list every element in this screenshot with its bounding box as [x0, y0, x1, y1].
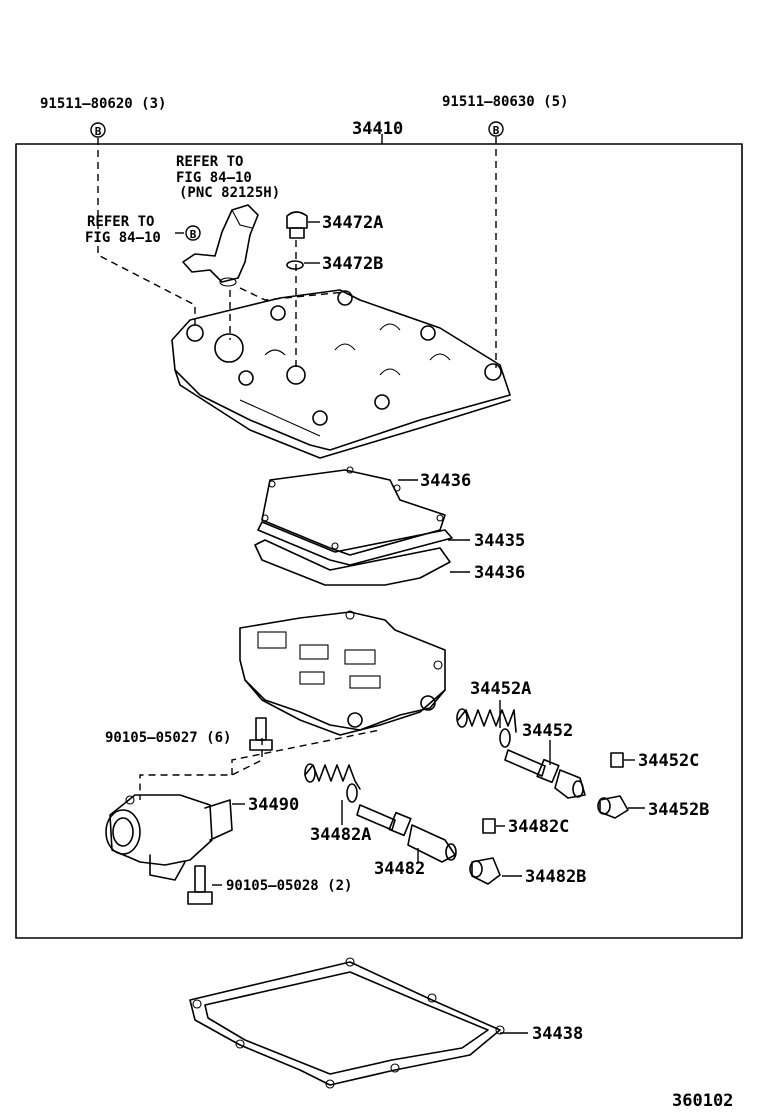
solenoid-34490: [105, 794, 233, 881]
plug-34472a: [286, 211, 308, 239]
lower-valve-body: [239, 610, 446, 736]
label-valve-34482: 34482: [374, 859, 425, 879]
separator-plate: [257, 521, 453, 566]
bolt-marker-right: B: [488, 121, 504, 137]
label-valve-body-assy: 34410: [352, 119, 403, 139]
bolt-90105-05028: [187, 865, 213, 905]
label-refer-top-3: (PNC 82125H): [179, 185, 280, 201]
label-figure-number: 360102: [672, 1091, 733, 1111]
label-plug-34482b: 34482B: [525, 867, 586, 887]
label-refer-top-2: FIG 84–10: [176, 170, 252, 186]
plate-gasket-lower: [254, 539, 451, 586]
label-spring-34452a: 34452A: [470, 679, 531, 699]
spring-34452a: [456, 708, 517, 748]
assembly-frame: [15, 143, 743, 939]
label-refer-left-1: REFER TO: [87, 214, 154, 230]
svg-text:B: B: [493, 124, 500, 137]
label-bolt-left: 91511–80620 (3): [40, 96, 166, 112]
plate-gasket-upper: [261, 466, 446, 556]
label-bolt-90105-05028: 90105–05028 (2): [226, 878, 352, 894]
valve-34452: [504, 749, 586, 799]
label-retainer-34482c: 34482C: [508, 817, 569, 837]
oring-34472b: [286, 260, 304, 270]
label-spring-34482a: 34482A: [310, 825, 371, 845]
label-plug-34452b: 34452B: [648, 800, 709, 820]
label-refer-left-2: FIG 84–10: [85, 230, 161, 246]
plug-34482b: [469, 857, 501, 885]
label-solenoid-34490: 34490: [248, 795, 299, 815]
label-plate-gasket-lower: 34436: [474, 563, 525, 583]
bolt-marker-refer: B: [185, 225, 201, 241]
label-bolt-90105-05027: 90105–05027 (6): [105, 730, 231, 746]
upper-valve-body: [171, 289, 511, 459]
speed-sensor: [182, 204, 259, 287]
retainer-34452c: [610, 752, 624, 768]
bolt-90105-05027: [249, 717, 273, 751]
svg-text:B: B: [190, 228, 197, 241]
valve-34482: [356, 804, 457, 863]
guide-line-bolt-6: [139, 738, 263, 800]
label-separator-plate: 34435: [474, 531, 525, 551]
guide-line-sensor-body: [239, 287, 346, 301]
plug-34452b: [597, 795, 629, 819]
leader-lines: [175, 221, 645, 1034]
label-plate-gasket-upper: 34436: [420, 471, 471, 491]
label-refer-top-1: REFER TO: [176, 154, 243, 170]
bolt-marker-left: B: [90, 122, 106, 138]
label-plug-34472a: 34472A: [322, 213, 383, 233]
svg-text:B: B: [95, 125, 102, 138]
label-oring-34472b: 34472B: [322, 254, 383, 274]
oil-pan-gasket: [189, 957, 505, 1089]
retainer-34482c: [482, 818, 496, 834]
guide-line-bolt-6b: [231, 729, 381, 775]
label-valve-34452: 34452: [522, 721, 573, 741]
guide-line-left-bolt: [97, 138, 196, 325]
label-retainer-34452c: 34452C: [638, 751, 699, 771]
spring-34482a: [304, 763, 361, 803]
label-bolt-right: 91511–80630 (5): [442, 94, 568, 110]
label-oil-pan-gasket: 34438: [532, 1024, 583, 1044]
